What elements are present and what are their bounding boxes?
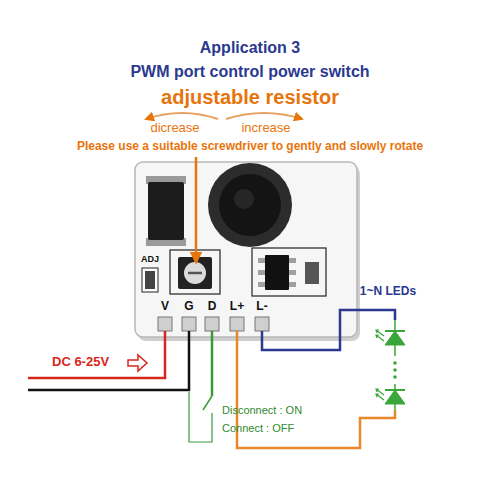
direction-label: increase (241, 121, 290, 136)
ic-pin (258, 282, 266, 287)
led-symbol (385, 390, 405, 404)
resistor-component (305, 262, 319, 284)
led-label: 1~N LEDs (360, 285, 416, 299)
ellipsis-dot (393, 361, 397, 365)
pcb-board (135, 162, 357, 337)
pin-pad (255, 317, 269, 331)
capacitor (145, 271, 155, 289)
light-ray (376, 335, 384, 341)
capacitor-outline (142, 268, 158, 292)
ic-pin (258, 270, 266, 275)
dim-wire (211, 331, 214, 396)
supply-label: DC 6-25V (52, 355, 109, 370)
potentiometer-knob (184, 262, 206, 284)
decrease-arrow (146, 113, 218, 119)
driver-ic (265, 255, 289, 290)
knob-slot (188, 272, 202, 275)
ellipsis-dot (393, 375, 397, 379)
switch-lever (203, 396, 212, 410)
title: Application 3 (200, 39, 300, 57)
inductor-highlight (234, 189, 254, 209)
pointer-arrow (195, 157, 198, 262)
inductor (208, 163, 292, 247)
heading-label: adjustable resistor (161, 86, 339, 109)
switch-wire (189, 392, 212, 442)
ic-pin (258, 258, 266, 263)
pin-pad (182, 317, 196, 331)
light-ray (376, 394, 384, 400)
silkscreen-label: ADJ (141, 254, 159, 264)
pin-name: V (161, 300, 169, 314)
silkscreen-outline (252, 248, 326, 296)
pin-name: L- (256, 300, 267, 314)
led-string (376, 320, 405, 410)
power-wire (28, 331, 165, 378)
diode-component (148, 182, 184, 240)
ellipsis-dot (393, 368, 397, 372)
ic-pin (288, 270, 296, 275)
pin-name: G (184, 300, 193, 314)
led-minus-wire (262, 310, 395, 350)
direction-label: dicrease (150, 121, 199, 136)
input-arrow-icon (128, 355, 147, 371)
pin-pad (230, 317, 244, 331)
pin-name: D (208, 300, 217, 314)
ic-pin (288, 282, 296, 287)
inductor-core (219, 174, 281, 236)
instruction-note: Please use a suitable screwdriver to gen… (77, 140, 423, 154)
pin-pad (158, 317, 172, 331)
subtitle: PWM port control power switch (130, 63, 369, 81)
switch-note: Disconnect : ON (222, 404, 302, 417)
increase-arrow (226, 113, 302, 119)
pin-pad (205, 317, 219, 331)
ground-wire (28, 331, 189, 390)
switch-note: Connect : OFF (222, 422, 294, 435)
pin-pads (158, 317, 269, 331)
pin-name: L+ (230, 300, 244, 314)
led-symbol (385, 331, 405, 345)
ic-pin (288, 258, 296, 263)
